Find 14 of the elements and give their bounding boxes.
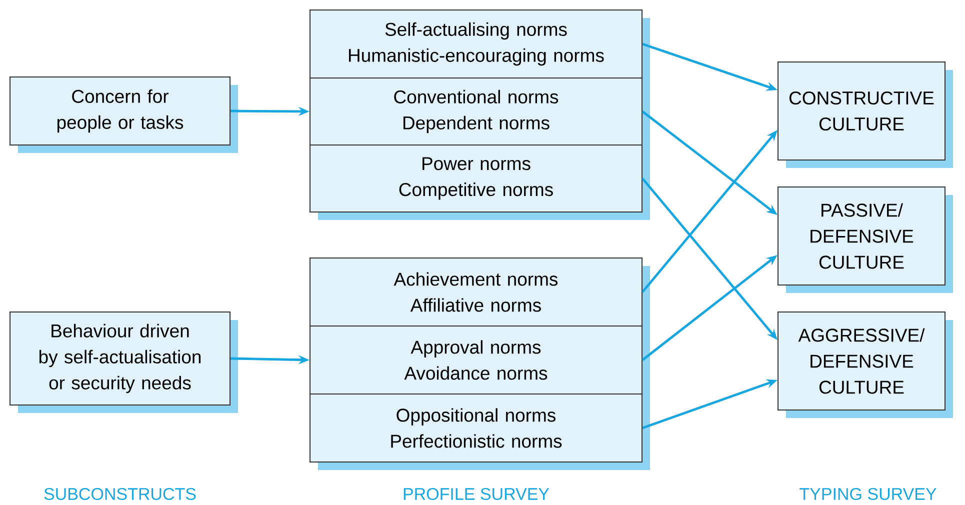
culture-box: AGGRESSIVE/ DEFENSIVE CULTURE [778, 312, 953, 418]
norm-cell: Conventional norms Dependent norms [310, 78, 650, 153]
norm-cell: Approval norms Avoidance norms [310, 326, 650, 402]
column-heading: SUBCONSTRUCTS [44, 488, 196, 500]
norm-cell: Oppositional norms Perfectionistic norms [310, 394, 650, 470]
norm-cell: Self-actualising norms Humanistic-encouraging norms [310, 10, 650, 86]
norm-cell: Power norms Competitive norms [310, 144, 650, 220]
column-heading: TYPING SURVEY [800, 488, 936, 500]
process-box: Concern for people or tasks [10, 76, 238, 153]
process-box: Behaviour driven by self-actualisation or security needs [10, 312, 238, 413]
norm-cell: Achievement norms Affiliative norms [310, 258, 650, 334]
column-heading: PROFILE SURVEY [404, 488, 550, 500]
culture-box: PASSIVE/ DEFENSIVE CULTURE [778, 186, 953, 293]
culture-box: CONSTRUCTIVE CULTURE [778, 62, 953, 168]
